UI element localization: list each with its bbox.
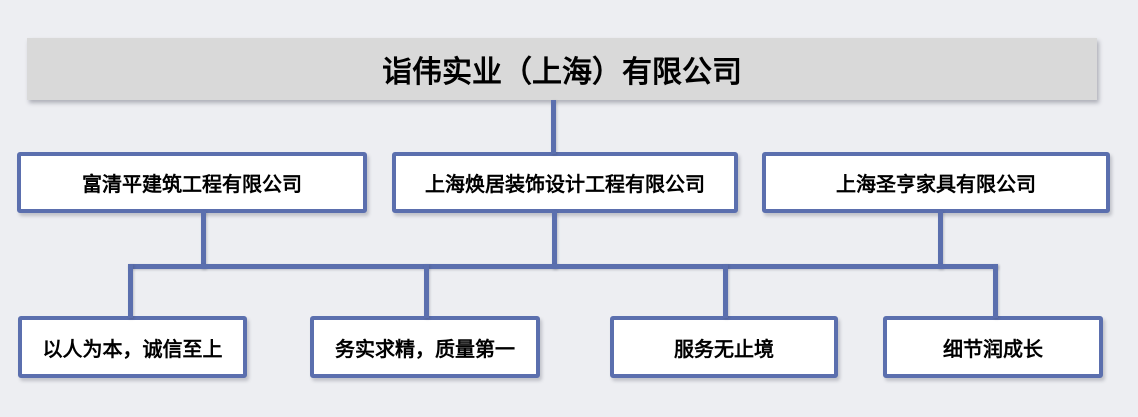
org-node-level2-company-1: 富清平建筑工程有限公司: [17, 152, 367, 213]
org-node-level2-company-2: 上海焕居装饰设计工程有限公司: [392, 152, 738, 213]
org-node-level3-motto-1: 以人为本，诚信至上: [18, 316, 247, 378]
org-node-level3-motto-2: 务实求精，质量第一: [310, 316, 540, 378]
connector-level2-2-drop: [552, 211, 557, 269]
connector-level2-3-drop: [938, 211, 943, 269]
connector-level3-3-drop: [723, 264, 728, 318]
org-node-level2-company-3: 上海圣亨家具有限公司: [762, 152, 1110, 213]
org-node-root: 诣伟实业（上海）有限公司: [27, 38, 1097, 100]
connector-level2-1-drop: [201, 211, 206, 269]
org-node-level3-motto-3: 服务无止境: [610, 316, 838, 378]
connector-level3-2-drop: [424, 264, 429, 318]
connector-root-to-level2: [551, 100, 556, 154]
org-node-level3-motto-4: 细节润成长: [883, 316, 1103, 378]
connector-level3-4-drop: [993, 264, 998, 318]
connector-horizontal-bus: [128, 264, 998, 269]
connector-level3-1-drop: [128, 264, 133, 318]
